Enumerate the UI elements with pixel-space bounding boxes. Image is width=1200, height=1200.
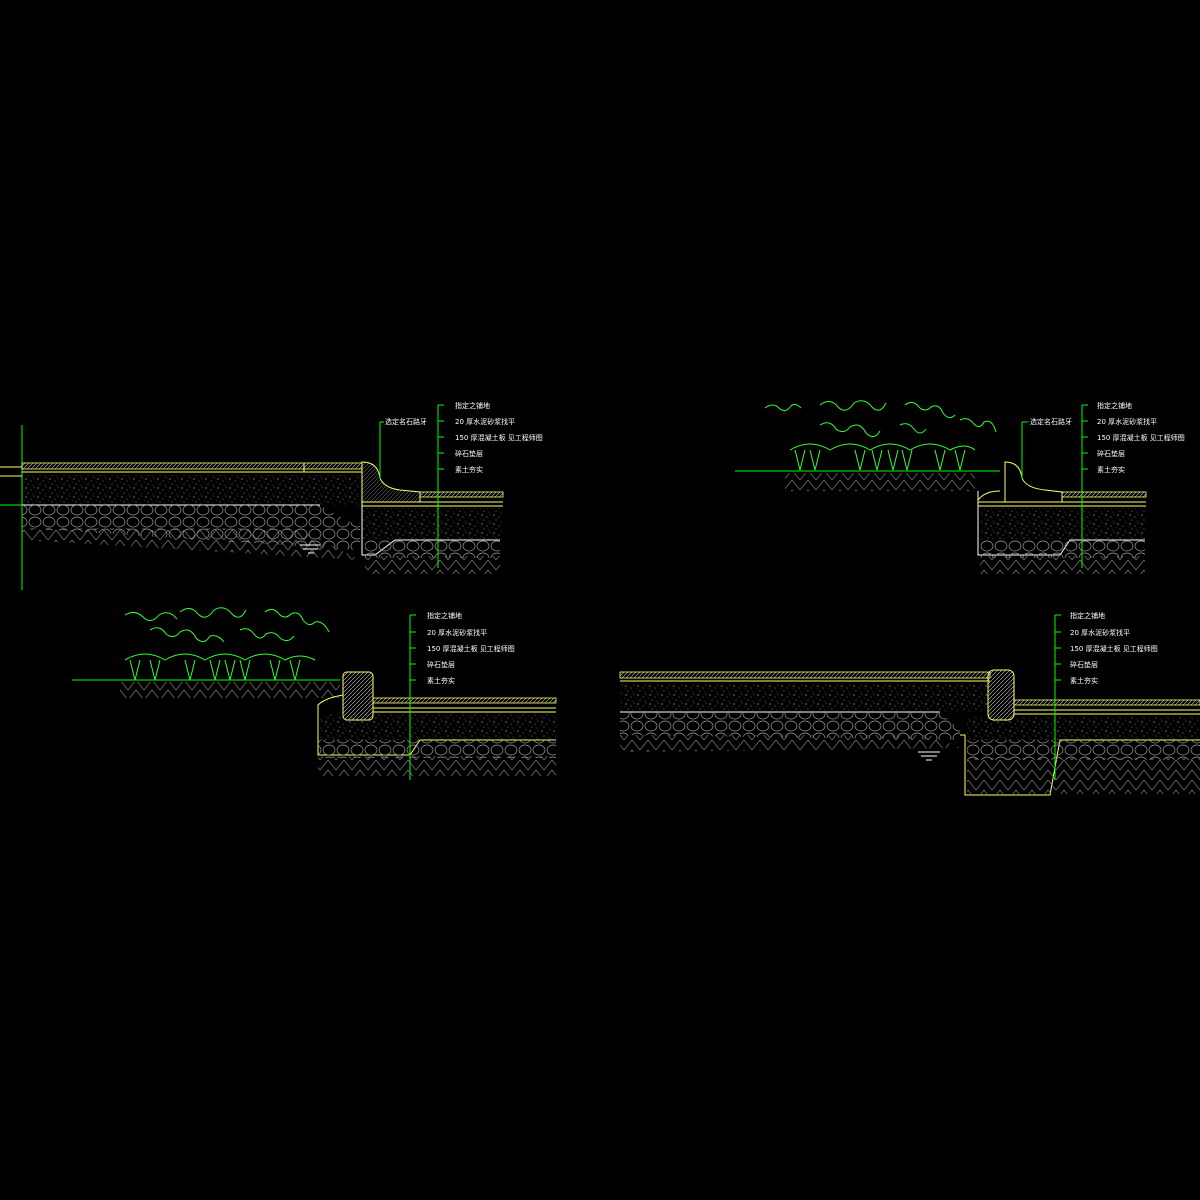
detail-2-note-2: 20 厚水泥砂浆找平 — [1097, 417, 1157, 426]
detail-2-note-4: 碎石垫层 — [1097, 449, 1125, 458]
detail-1-note-5: 素土夯实 — [455, 465, 483, 474]
detail-4-note-2: 20 厚水泥砂浆找平 — [1070, 628, 1130, 637]
detail-4-section: 指定之铺地 20 厚水泥砂浆找平 150 厚混凝土板 见工程师图 碎石垫层 素土… — [619, 611, 1200, 796]
detail-2-plants — [764, 400, 997, 471]
detail-3-plants — [124, 607, 330, 681]
detail-1-section: 选定名石路牙 指定之铺地 20 厚水泥砂浆找平 150 厚混凝土板 见工程师图 … — [0, 401, 543, 590]
detail-4-note-5: 素土夯实 — [1070, 676, 1098, 685]
detail-3-note-3: 150 厚混凝土板 见工程师图 — [427, 644, 515, 653]
detail-4-note-1: 指定之铺地 — [1070, 611, 1105, 620]
detail-2-note-5: 素土夯实 — [1097, 465, 1125, 474]
detail-3-note-2: 20 厚水泥砂浆找平 — [427, 628, 487, 637]
detail-2-note-1: 指定之铺地 — [1097, 401, 1132, 410]
detail-3-section: 指定之铺地 20 厚水泥砂浆找平 150 厚混凝土板 见工程师图 碎石垫层 素土… — [72, 607, 557, 780]
detail-4-note-3: 150 厚混凝土板 见工程师图 — [1070, 644, 1158, 653]
detail-3-note-5: 素土夯实 — [427, 676, 455, 685]
detail-3-note-4: 碎石垫层 — [427, 660, 455, 669]
detail-2-section: 选定名石路牙 指定之铺地 20 厚水泥砂浆找平 150 厚混凝土板 见工程师图 … — [735, 400, 1185, 574]
detail-1-note-3: 150 厚混凝土板 见工程师图 — [455, 433, 543, 442]
detail-1-side-label: 选定名石路牙 — [385, 417, 427, 426]
detail-1-note-2: 20 厚水泥砂浆找平 — [455, 417, 515, 426]
detail-1-note-4: 碎石垫层 — [455, 449, 483, 458]
detail-2-note-3: 150 厚混凝土板 见工程师图 — [1097, 433, 1185, 442]
detail-3-note-1: 指定之铺地 — [427, 611, 462, 620]
detail-2-side-label: 选定名石路牙 — [1030, 417, 1072, 426]
detail-1-note-1: 指定之铺地 — [455, 401, 490, 410]
detail-4-note-4: 碎石垫层 — [1070, 660, 1098, 669]
